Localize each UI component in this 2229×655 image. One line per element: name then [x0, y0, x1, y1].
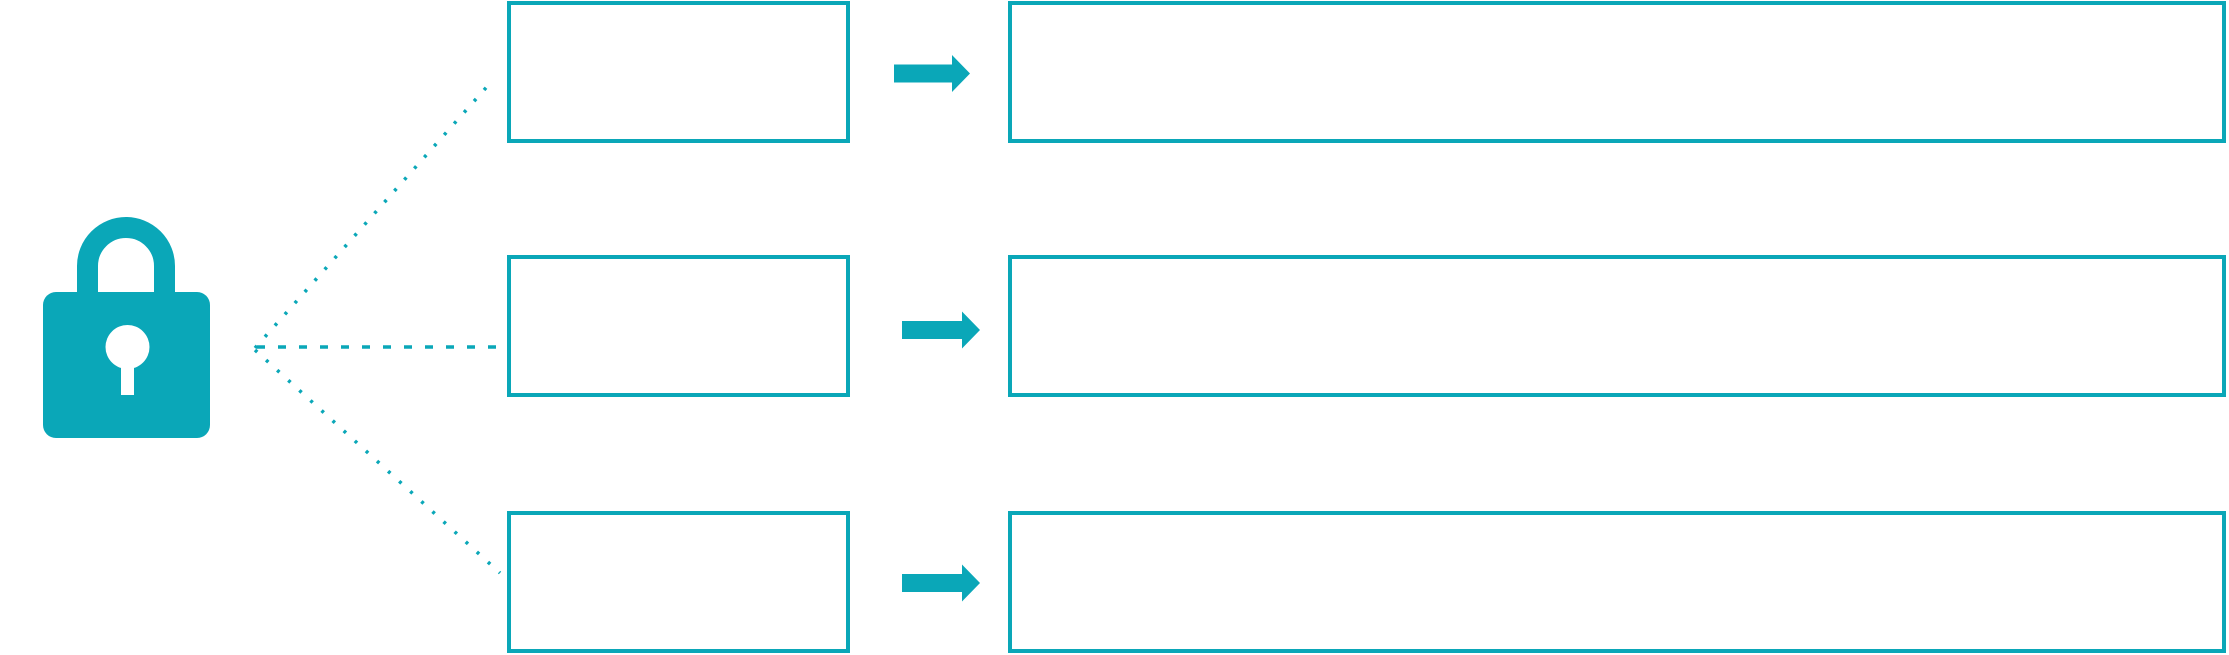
row-arrows — [894, 55, 980, 602]
connector-lines — [253, 79, 503, 575]
connector-dotted-line-bottom — [253, 348, 502, 575]
lock-keyhole-stem — [121, 350, 134, 395]
arrow-right-icon — [902, 311, 980, 349]
arrow-right-icon — [902, 564, 980, 602]
lock-keyhole-circle — [105, 325, 150, 369]
lock-shackle — [77, 217, 175, 302]
option-box-2 — [507, 255, 850, 397]
option-box-3 — [507, 511, 850, 653]
detail-box-1 — [1008, 1, 2226, 143]
arrow-right-icon — [894, 55, 970, 92]
lock-icon — [43, 217, 210, 438]
detail-box-2 — [1008, 255, 2226, 397]
connector-dotted-line-top — [253, 79, 494, 350]
option-box-1 — [507, 1, 850, 143]
detail-box-3 — [1008, 511, 2226, 653]
